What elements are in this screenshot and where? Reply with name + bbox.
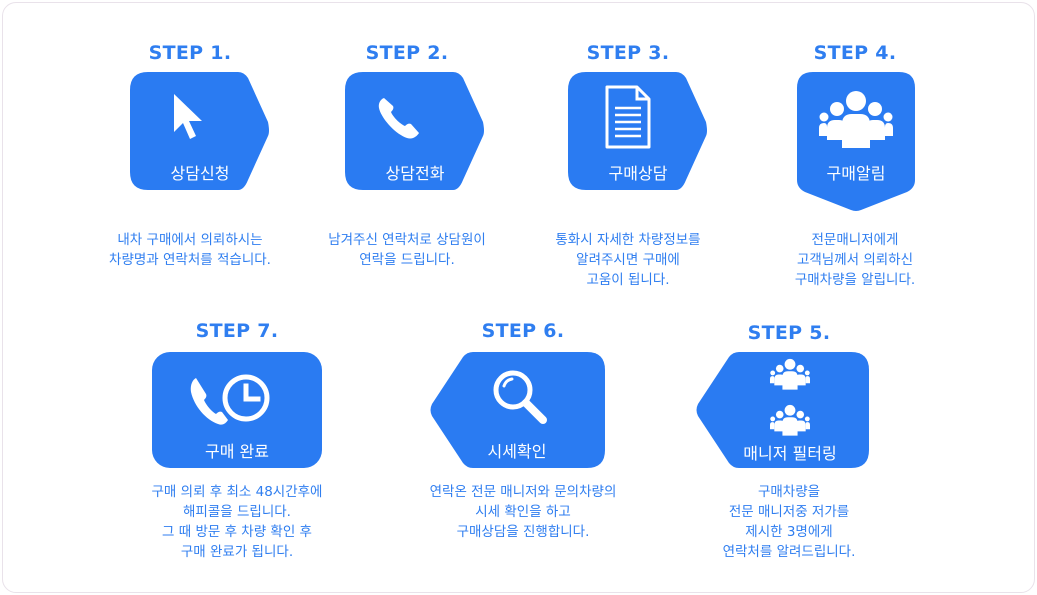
step-2-description: 남겨주신 연락처로 상담원이 연락을 드립니다. xyxy=(328,232,486,268)
step-7-badge: 구매 완료 xyxy=(152,352,322,468)
step-3-label: 구매상담 xyxy=(608,164,668,183)
step-6-label: 시세확인 xyxy=(487,442,547,461)
step-4-label: 구매알림 xyxy=(826,164,886,183)
step-4-badge: 구매알림 xyxy=(797,72,915,212)
step-1-badge: 상담신청 xyxy=(130,72,270,192)
document-icon xyxy=(605,85,651,149)
step-5-badge: 매니저 필터링 xyxy=(695,352,869,468)
step-3-description: 통화시 자세한 차량정보를 알려주시면 구매에 고움이 됩니다. xyxy=(555,232,701,288)
step-6-title: STEP 6. xyxy=(481,320,565,342)
step-7-label: 구매 완료 xyxy=(205,442,269,461)
group-icon-bottom xyxy=(770,404,810,436)
step-1-label: 상담신청 xyxy=(170,164,230,183)
cursor-icon xyxy=(174,94,202,139)
step-5-title: STEP 5. xyxy=(747,322,831,344)
step-2-title: STEP 2. xyxy=(365,42,449,64)
step-4-title: STEP 4. xyxy=(813,42,897,64)
step-6-badge: 시세확인 xyxy=(429,352,605,468)
step-7-description: 구매 의뢰 후 최소 48시간후에 해피콜을 드립니다. 그 때 방문 후 차량… xyxy=(151,484,323,560)
step-3-title: STEP 3. xyxy=(586,42,670,64)
step-2-badge: 상담전화 xyxy=(345,72,485,192)
phone-icon xyxy=(378,98,419,139)
step-7-title: STEP 7. xyxy=(195,320,279,342)
step-1-description: 내차 구매에서 의뢰하시는 차량명과 연락처를 적습니다. xyxy=(109,232,271,268)
magnifier-icon xyxy=(493,370,547,424)
step-6-description: 연락온 전문 매니저와 문의차량의 시세 확인을 하고 구매상담을 진행합니다. xyxy=(429,484,617,540)
group-icon-top xyxy=(770,358,810,390)
phone-clock-icon xyxy=(190,374,270,425)
step-2-label: 상담전화 xyxy=(385,164,445,183)
step-1-title: STEP 1. xyxy=(148,42,232,64)
step-5-label: 매니저 필터링 xyxy=(743,444,837,463)
step-4-description: 전문매니저에게 고객님께서 의뢰하신 구매차량을 알립니다. xyxy=(794,232,916,288)
group-icon xyxy=(819,91,893,148)
step-3-badge: 구매상담 xyxy=(568,72,708,192)
step-5-description: 구매차량을 전문 매니저중 저가를 제시한 3명에게 연락처를 알려드립니다. xyxy=(722,484,856,560)
